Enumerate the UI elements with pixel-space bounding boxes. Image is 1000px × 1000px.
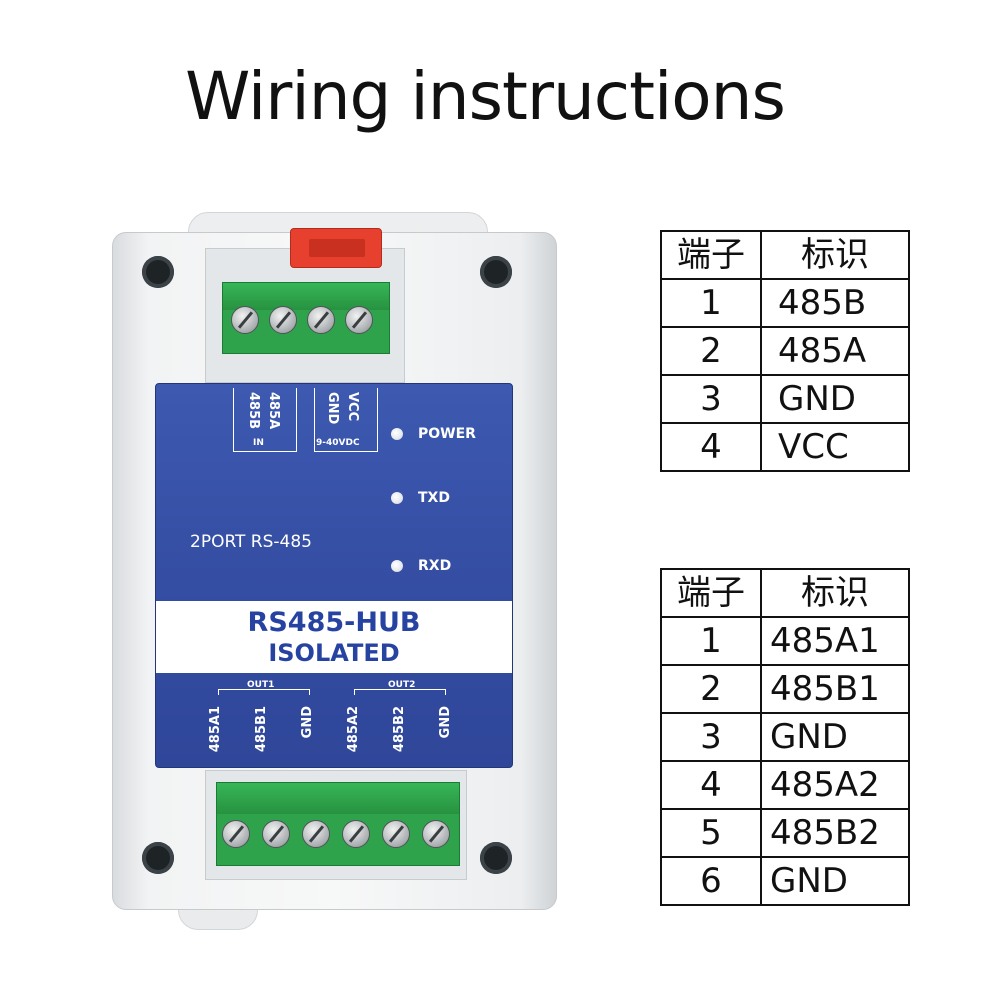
table-row: 5 485B2 xyxy=(660,808,910,858)
mounting-hole xyxy=(480,256,512,288)
out-label-485b1: 485B1 xyxy=(254,706,269,753)
screw-icon xyxy=(342,820,370,848)
page-title: Wiring instructions xyxy=(185,58,786,135)
out-label-gnd2: GND xyxy=(438,706,453,739)
screw-icon xyxy=(345,306,373,334)
table-row: 3 GND xyxy=(660,712,910,762)
power-led xyxy=(391,428,403,440)
pin-number: 3 xyxy=(660,712,762,762)
pin-number: 3 xyxy=(660,374,762,424)
header-terminal: 端子 xyxy=(660,568,762,618)
table-row: 4 485A2 xyxy=(660,760,910,810)
pin-number: 5 xyxy=(660,808,762,858)
label-voltage: 9-40VDC xyxy=(316,438,360,448)
pin-signal: 485B1 xyxy=(760,664,910,714)
header-terminal: 端子 xyxy=(660,230,762,280)
screw-icon xyxy=(262,820,290,848)
brand-subtitle: ISOLATED xyxy=(268,639,400,667)
out2-label: OUT2 xyxy=(388,680,416,690)
pin-signal: GND xyxy=(760,856,910,906)
label-in: IN xyxy=(253,438,264,448)
pin-signal: GND xyxy=(760,374,910,424)
table-row: 2 485A xyxy=(660,326,910,376)
rxd-led xyxy=(391,560,403,572)
screw-icon xyxy=(269,306,297,334)
pin-signal: 485B2 xyxy=(760,808,910,858)
table-row: 2 485B1 xyxy=(660,664,910,714)
pin-number: 1 xyxy=(660,616,762,666)
out2-bracket xyxy=(354,689,446,695)
pin-number: 4 xyxy=(660,760,762,810)
screw-icon xyxy=(231,306,259,334)
output-terminal-block xyxy=(216,782,460,866)
led-label-txd: TXD xyxy=(418,490,450,506)
screw-icon xyxy=(307,306,335,334)
out1-bracket xyxy=(218,689,310,695)
pin-number: 2 xyxy=(660,664,762,714)
out1-label: OUT1 xyxy=(247,680,275,690)
table-row: 3 GND xyxy=(660,374,910,424)
out-label-gnd1: GND xyxy=(300,706,315,739)
pin-number: 4 xyxy=(660,422,762,472)
led-label-power: POWER xyxy=(418,426,476,442)
label-gnd: GND xyxy=(325,392,340,425)
label-vcc: VCC xyxy=(345,392,360,422)
input-label-bracket xyxy=(233,388,297,452)
table-header-row: 端子 标识 xyxy=(660,568,910,618)
label-485b: 485B xyxy=(246,392,261,430)
output-pin-table: 端子 标识 1 485A1 2 485B1 3 GND 4 485A2 5 48… xyxy=(660,568,910,906)
model-line: 2PORT RS-485 xyxy=(190,532,312,552)
screw-icon xyxy=(222,820,250,848)
brand-title: RS485-HUB xyxy=(247,607,421,638)
mounting-hole xyxy=(480,842,512,874)
header-signal: 标识 xyxy=(760,230,910,280)
pin-number: 6 xyxy=(660,856,762,906)
screw-icon xyxy=(382,820,410,848)
led-label-rxd: RXD xyxy=(418,558,452,574)
out-label-485a1: 485A1 xyxy=(208,706,223,753)
out-label-485a2: 485A2 xyxy=(346,706,361,753)
pin-signal: VCC xyxy=(760,422,910,472)
power-plug xyxy=(290,228,382,268)
rs485-hub-device: 485A 485B IN VCC GND 9-40VDC POWER TXD R… xyxy=(0,0,660,1000)
pin-signal: 485A xyxy=(760,326,910,376)
pin-signal: 485B xyxy=(760,278,910,328)
pin-signal: GND xyxy=(760,712,910,762)
pin-signal: 485A2 xyxy=(760,760,910,810)
mounting-hole xyxy=(142,842,174,874)
input-pin-table: 端子 标识 1 485B 2 485A 3 GND 4 VCC xyxy=(660,230,910,472)
front-panel: 485A 485B IN VCC GND 9-40VDC POWER TXD R… xyxy=(155,383,513,768)
table-row: 4 VCC xyxy=(660,422,910,472)
txd-led xyxy=(391,492,403,504)
table-row: 6 GND xyxy=(660,856,910,906)
mounting-hole xyxy=(142,256,174,288)
screw-icon xyxy=(422,820,450,848)
table-header-row: 端子 标识 xyxy=(660,230,910,280)
out-label-485b2: 485B2 xyxy=(392,706,407,753)
header-signal: 标识 xyxy=(760,568,910,618)
screw-icon xyxy=(302,820,330,848)
power-label-bracket xyxy=(314,388,378,452)
table-row: 1 485A1 xyxy=(660,616,910,666)
pin-number: 2 xyxy=(660,326,762,376)
brand-band: RS485-HUB ISOLATED xyxy=(156,601,512,673)
table-row: 1 485B xyxy=(660,278,910,328)
pin-number: 1 xyxy=(660,278,762,328)
pin-signal: 485A1 xyxy=(760,616,910,666)
label-485a: 485A xyxy=(266,392,281,430)
